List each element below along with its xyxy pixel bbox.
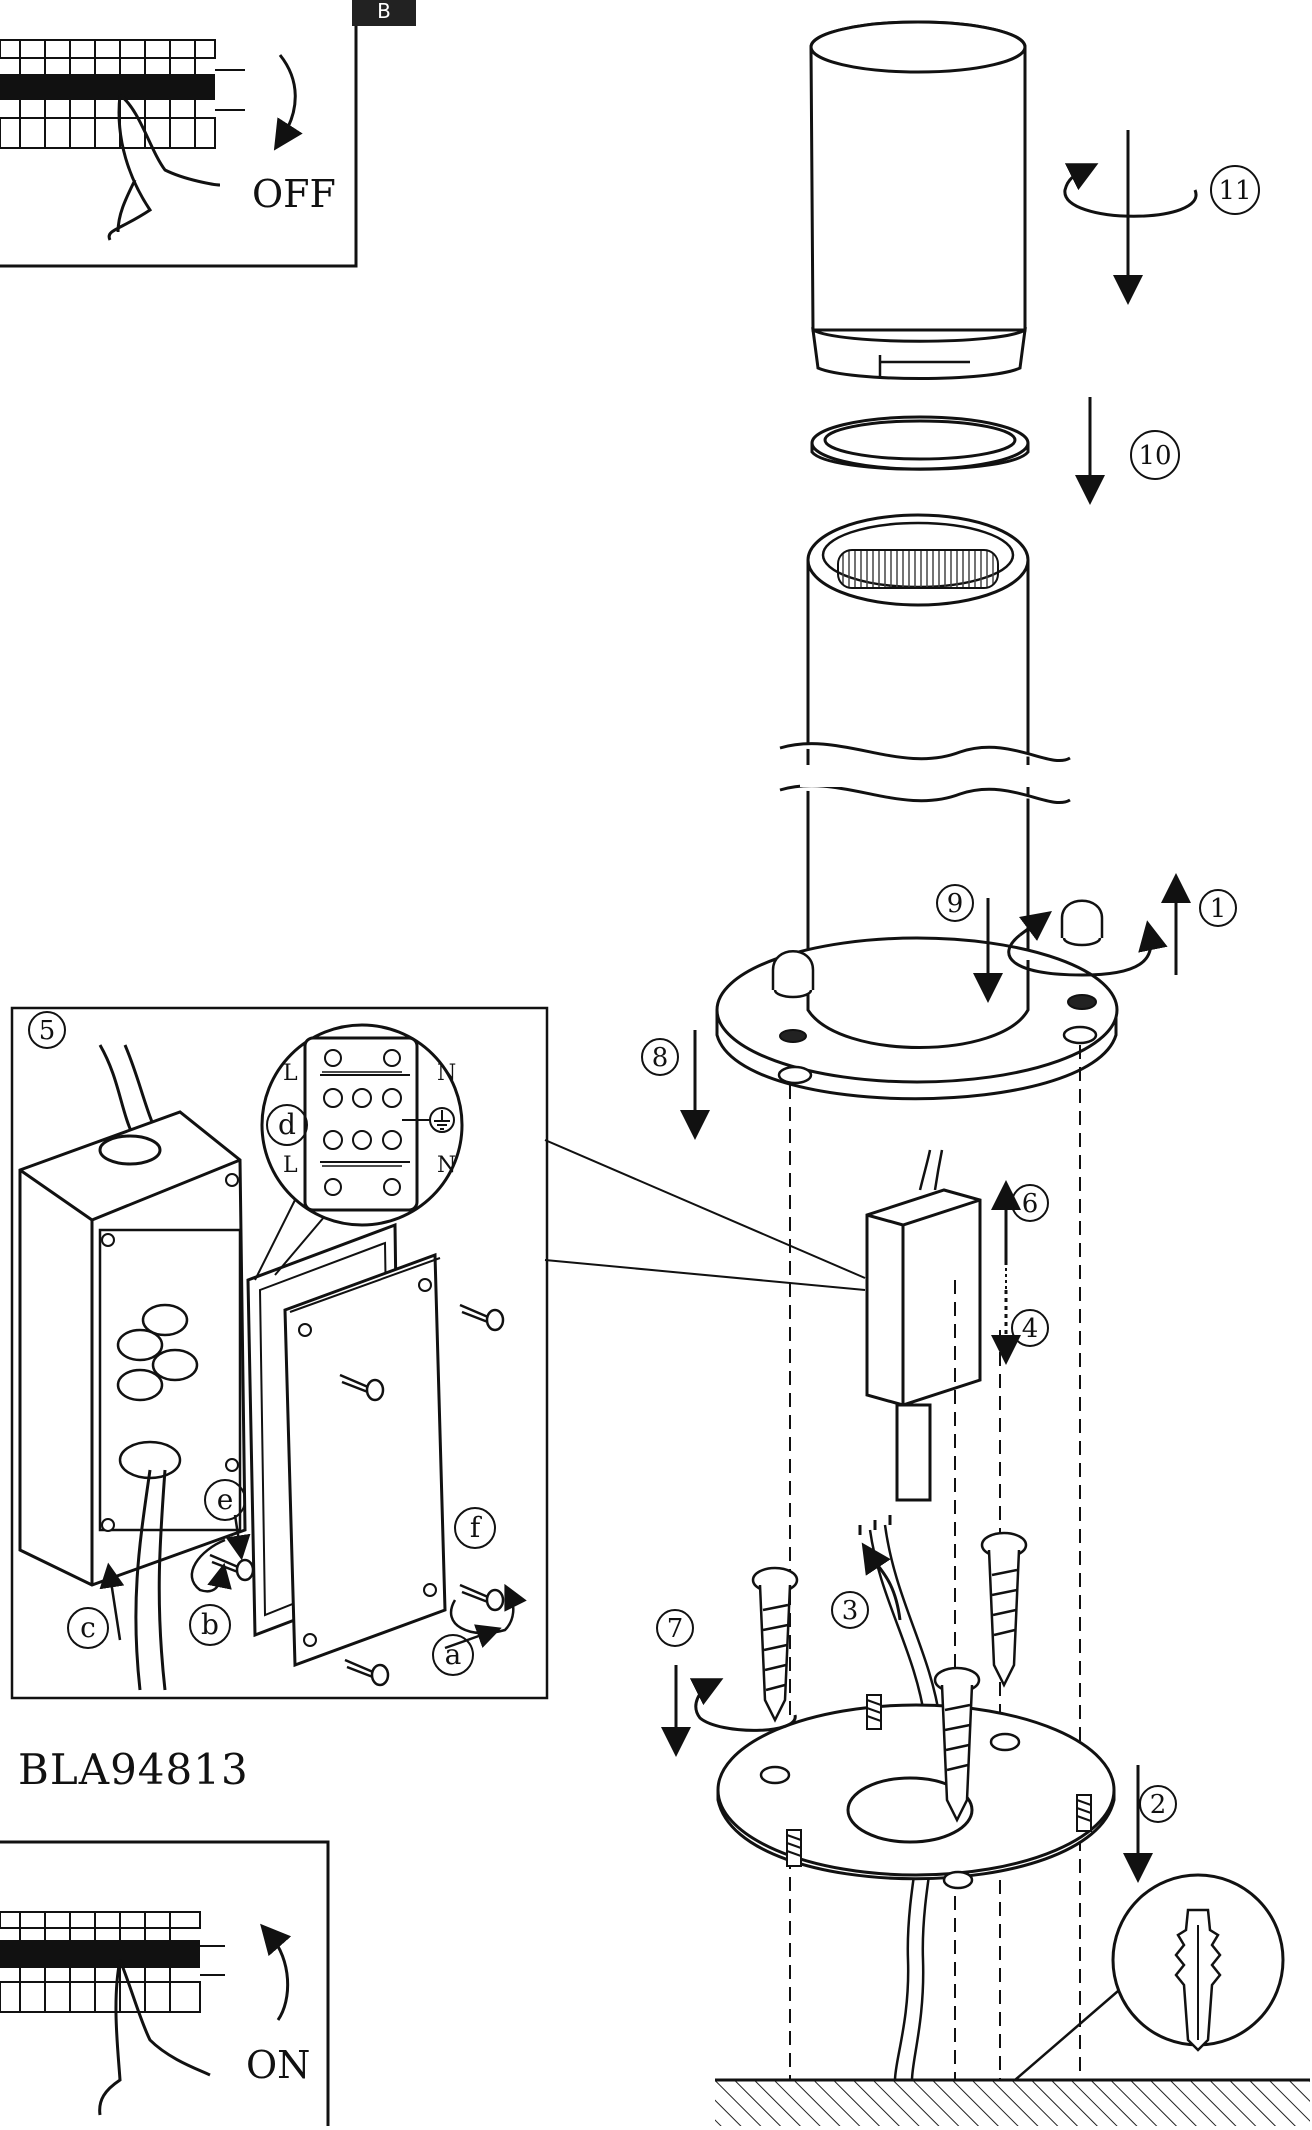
on-label: ON bbox=[246, 2043, 310, 2087]
step-numbers: 1 2 3 4 5 6 7 8 9 10 11 bbox=[39, 176, 1252, 1820]
arrow-icon bbox=[225, 1514, 251, 1561]
up-arrow-icon bbox=[861, 1542, 902, 1621]
detail-a-label: a bbox=[445, 1638, 462, 1671]
earth-icon bbox=[434, 1110, 450, 1130]
detail-c-label: c bbox=[80, 1611, 96, 1644]
screw bbox=[209, 1553, 255, 1582]
gasket-ring bbox=[810, 415, 1030, 471]
step-1-label: 1 bbox=[1210, 894, 1227, 924]
junction-box-detail-panel: L N L N bbox=[10, 1006, 549, 1700]
hand-icon bbox=[107, 93, 221, 241]
lamp-diffuser-mesh bbox=[837, 549, 999, 589]
threaded-stud bbox=[866, 1694, 882, 1730]
anchor-screw bbox=[980, 1531, 1028, 1688]
step-4-label: 4 bbox=[1022, 1314, 1039, 1344]
detail-d-label: d bbox=[278, 1108, 296, 1141]
step-5-label: 5 bbox=[39, 1016, 56, 1046]
terminal-block bbox=[303, 1036, 455, 1212]
ground-surface bbox=[715, 2080, 1310, 2126]
terminal-label-live: L bbox=[283, 1061, 298, 1086]
breaker-off-panel: OFF bbox=[0, 0, 358, 268]
step-markers bbox=[28, 165, 1260, 1823]
rotate-arrow-icon bbox=[449, 1583, 527, 1635]
anchor-screw bbox=[933, 1666, 981, 1823]
detail-e-label: e bbox=[217, 1483, 234, 1516]
up-arrow-icon bbox=[99, 1562, 125, 1641]
screw bbox=[459, 1303, 505, 1332]
rotate-arrow-icon bbox=[190, 1538, 232, 1593]
lamp-cap bbox=[809, 20, 1027, 380]
off-label: OFF bbox=[252, 172, 336, 216]
post-base-flange bbox=[715, 936, 1119, 1101]
lamp-post bbox=[779, 513, 1071, 1026]
terminal-label-neutral: N bbox=[437, 1153, 456, 1178]
model-code: BLA94813 bbox=[18, 1745, 249, 1794]
corner-badge: B bbox=[352, 0, 416, 26]
step-9-label: 9 bbox=[947, 889, 964, 919]
terminal-label-neutral: N bbox=[437, 1061, 456, 1086]
step-11-label: 11 bbox=[1218, 176, 1251, 206]
screw bbox=[459, 1583, 505, 1612]
cap-nut-right bbox=[1060, 899, 1104, 1010]
threaded-stud bbox=[1076, 1794, 1092, 1832]
screw bbox=[344, 1658, 390, 1687]
step-10-label: 10 bbox=[1138, 441, 1171, 471]
detail-letters: a b c d e f bbox=[80, 1108, 483, 1671]
breaker-strip-off bbox=[0, 39, 245, 149]
step-3-label: 3 bbox=[842, 1596, 859, 1626]
breaker-on-panel: ON bbox=[0, 1840, 330, 2130]
anchor-screw bbox=[751, 1566, 799, 1723]
screw bbox=[339, 1373, 385, 1402]
breaker-strip-on bbox=[0, 1911, 225, 2013]
wall-plug-detail bbox=[1014, 1873, 1285, 2081]
rotate-down-arrow-icon bbox=[273, 54, 303, 151]
hand-icon bbox=[98, 1959, 211, 2116]
driver-box bbox=[865, 1149, 982, 1502]
rotate-arrow-icon bbox=[689, 1678, 797, 1732]
detail-letter-markers bbox=[67, 1104, 496, 1676]
step-2-label: 2 bbox=[1150, 1790, 1167, 1820]
rotate-arrow-icon bbox=[1063, 163, 1198, 218]
step-7-label: 7 bbox=[667, 1614, 684, 1644]
step-8-label: 8 bbox=[652, 1043, 669, 1073]
rotate-arrow-icon bbox=[1007, 920, 1168, 977]
step-6-label: 6 bbox=[1022, 1189, 1039, 1219]
threaded-stud bbox=[786, 1829, 802, 1867]
detail-f-label: f bbox=[470, 1511, 483, 1544]
ground-flange bbox=[716, 1694, 1116, 1890]
cap-nut-left bbox=[771, 950, 815, 1043]
terminal-label-live: L bbox=[283, 1153, 298, 1178]
detail-b-label: b bbox=[201, 1608, 219, 1641]
rotate-up-arrow-icon bbox=[260, 1923, 292, 2021]
